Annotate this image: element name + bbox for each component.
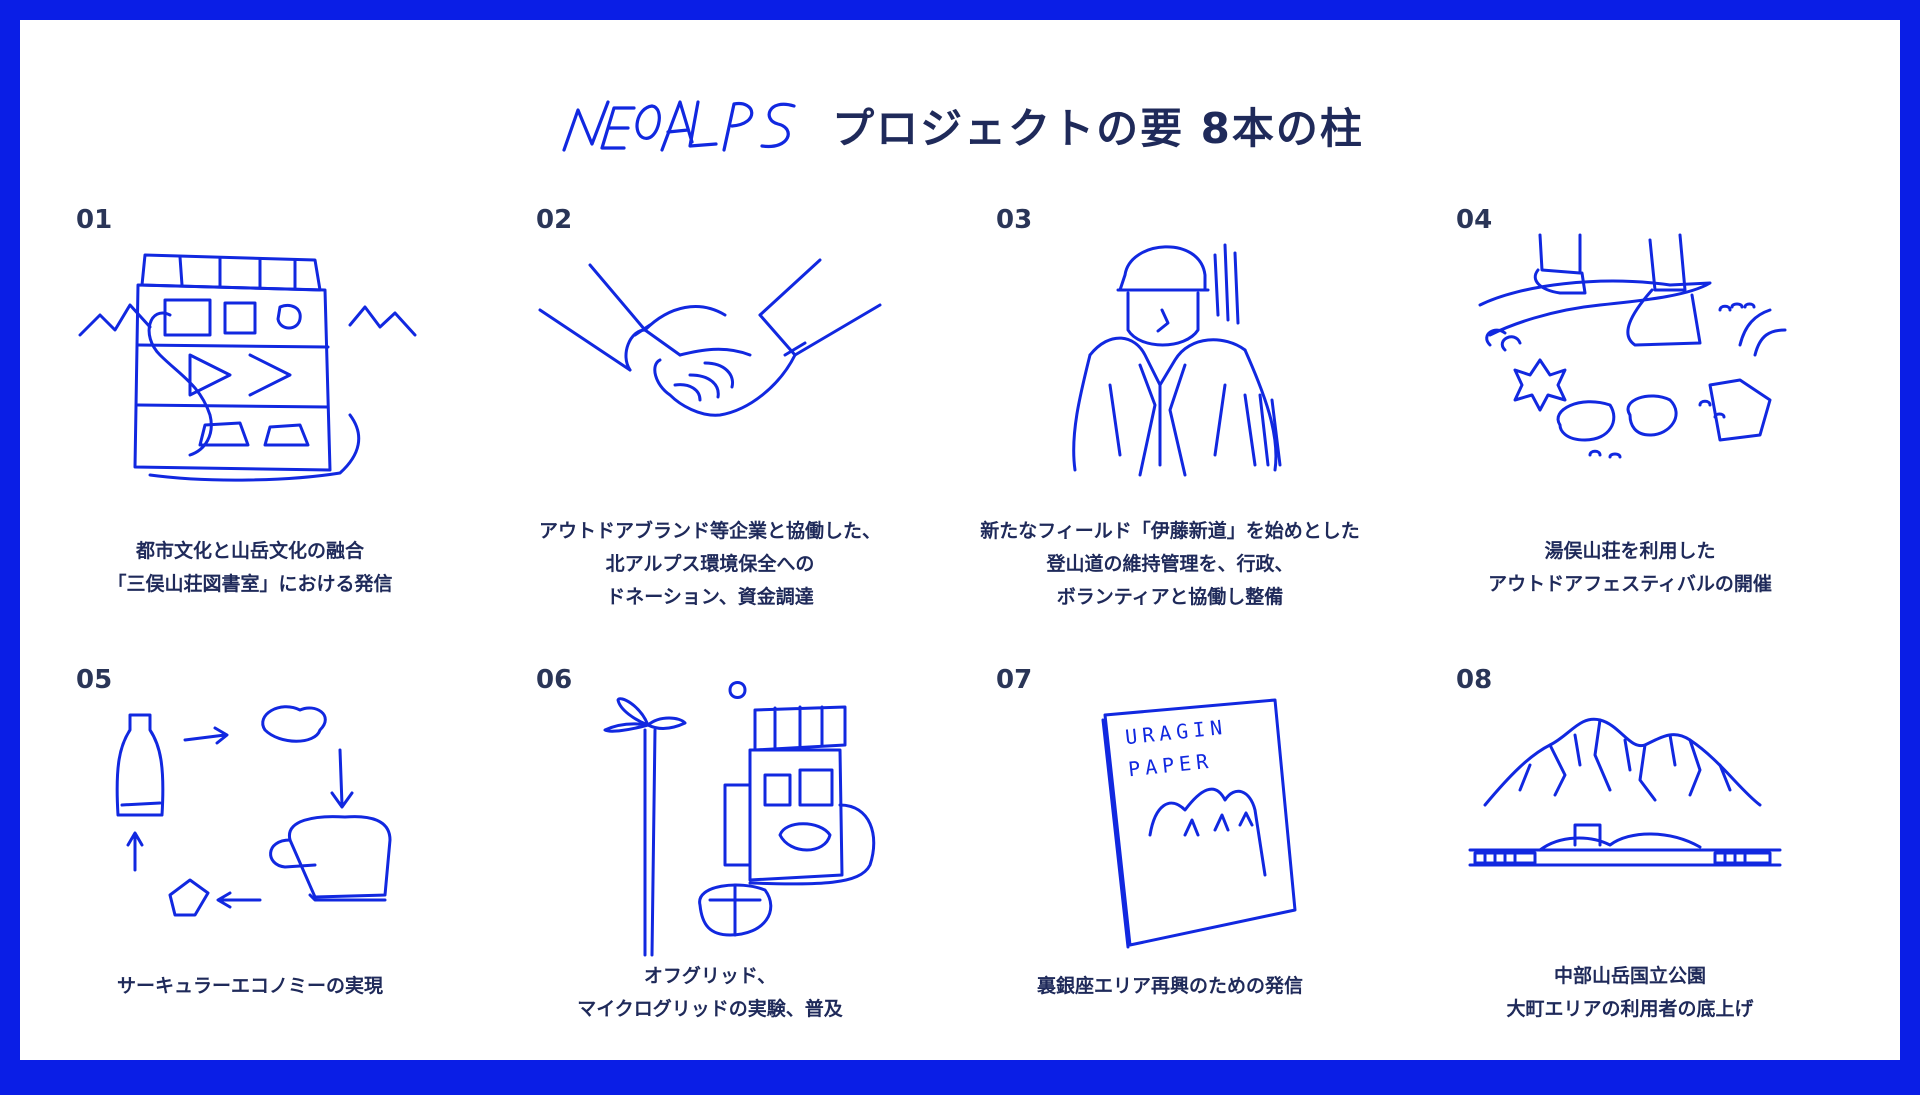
caption-line: 裏銀座エリア再興のための発信 <box>1036 975 1303 997</box>
caption-line: 北アルプス環境保全への <box>605 553 815 575</box>
pillar-number: 08 <box>1456 665 1493 695</box>
pillar-caption: 湯俣山荘を利用した アウトドアフェスティバルの開催 <box>1400 535 1860 601</box>
mountain-lodge-library-icon <box>78 235 417 485</box>
pillar-02: 02 アウトドアブランド等企業と協働した、 北アルプス環境保全への ドネーション… <box>480 205 940 635</box>
caption-line: 新たなフィールド「伊藤新道」を始めとした <box>980 520 1360 542</box>
caption-line: サーキュラーエコノミーの実現 <box>116 975 383 997</box>
uragin-paper-magazine-icon: URAGIN PAPER <box>1010 695 1330 949</box>
pillar-number: 06 <box>536 665 573 695</box>
pillar-number: 04 <box>1456 205 1493 235</box>
caption-line: アウトドアフェスティバルの開催 <box>1488 573 1772 595</box>
pillar-caption: アウトドアブランド等企業と協働した、 北アルプス環境保全への ドネーション、資金… <box>480 515 940 614</box>
pillar-caption: サーキュラーエコノミーの実現 <box>20 970 480 1003</box>
pillar-number: 02 <box>536 205 573 235</box>
poster-sheet: プロジェクトの要 8本の柱 01 都市文化と山岳文化の融合 「三俣山荘図書 <box>20 20 1900 1060</box>
pillar-04: 04 湯俣山荘を利用した アウトドアフェスティバルの開催 <box>1400 205 1860 635</box>
pillar-number: 05 <box>76 665 113 695</box>
caption-line: ボランティアと協働し整備 <box>1056 586 1284 608</box>
handshake-icon <box>538 235 882 485</box>
caption-line: 大町エリアの利用者の底上げ <box>1506 998 1754 1020</box>
pillar-caption: オフグリッド、 マイクログリッドの実験、普及 <box>480 960 940 1026</box>
pillar-07: 07 URAGIN PAPER 裏銀座エリア再興のための発信 <box>940 665 1400 1095</box>
caption-line: マイクログリッドの実験、普及 <box>577 998 843 1020</box>
pillar-01: 01 都市文化と山岳文化の融合 「三俣山荘図書室」における発信 <box>20 205 480 635</box>
pillar-number: 03 <box>996 205 1033 235</box>
pillar-caption: 中部山岳国立公園 大町エリアの利用者の底上げ <box>1400 960 1860 1026</box>
caption-line: 湯俣山荘を利用した <box>1544 540 1716 562</box>
pillar-08: 08 中部山岳国立公園 大町エリアの利用者の底上げ <box>1400 665 1860 1095</box>
mountain-range-train-icon <box>1468 695 1790 945</box>
wind-turbine-microgrid-icon <box>550 681 876 957</box>
caption-line: 都市文化と山岳文化の融合 <box>135 540 364 562</box>
trail-worker-icon <box>1010 235 1330 485</box>
caption-line: 「三俣山荘図書室」における発信 <box>107 573 393 595</box>
caption-line: アウトドアブランド等企業と協働した、 <box>538 520 881 542</box>
neoalps-logo <box>556 94 806 156</box>
pillar-caption: 新たなフィールド「伊藤新道」を始めとした 登山道の維持管理を、行政、 ボランティ… <box>940 515 1400 614</box>
pillar-number: 07 <box>996 665 1033 695</box>
pillar-06: 06 オフグリッド、 マイクログリッドの実験、普及 <box>480 665 940 1095</box>
pillar-caption: 裏銀座エリア再興のための発信 <box>940 970 1400 1003</box>
caption-line: ドネーション、資金調達 <box>606 586 814 608</box>
hiking-boots-trail-icon <box>1470 233 1790 485</box>
caption-line: 中部山岳国立公園 <box>1553 965 1706 987</box>
caption-line: 登山道の維持管理を、行政、 <box>1046 553 1294 575</box>
pillar-03: 03 新たなフィールド「伊藤新道」を始めとした 登山道の維持管理を、行政、 ボラ… <box>940 205 1400 635</box>
caption-line: オフグリッド、 <box>643 965 777 987</box>
pillar-number: 01 <box>76 205 113 235</box>
pillar-caption: 都市文化と山岳文化の融合 「三俣山荘図書室」における発信 <box>20 535 480 601</box>
page-title: プロジェクトの要 8本の柱 <box>832 103 1364 153</box>
pillar-05: 05 サーキュラーエコノミーの実現 <box>20 665 480 1095</box>
circular-economy-cycle-icon <box>90 695 410 945</box>
header: プロジェクトの要 8本の柱 <box>20 80 1900 170</box>
